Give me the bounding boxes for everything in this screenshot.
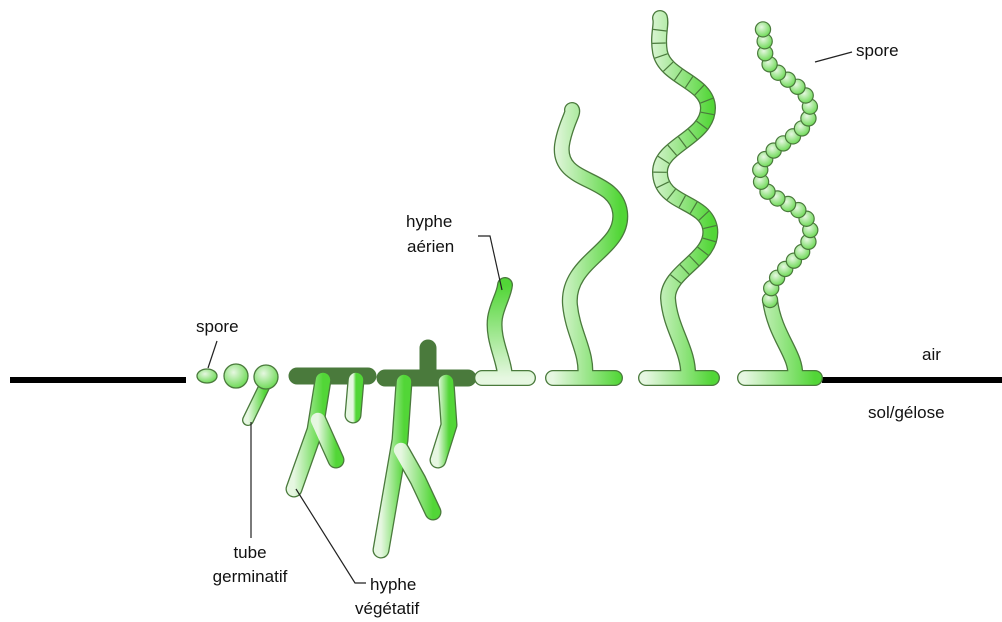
swollen-spore [224, 364, 248, 388]
label-germ-tube-line2: germinatif [195, 566, 305, 587]
vegetative-mycelium-young [294, 376, 368, 489]
label-germ-tube-line1: tube [205, 542, 295, 563]
label-spore-left: spore [196, 316, 239, 337]
aerial-hypha-long [553, 110, 620, 378]
vegetative-mycelium-branching [381, 348, 468, 550]
leader-vegetative-hypha [296, 489, 366, 583]
germinating-spore [248, 365, 278, 420]
label-vegetative-hypha-line1: hyphe [370, 574, 416, 595]
aerial-hypha-short [482, 285, 528, 378]
spore-chain [745, 22, 818, 378]
label-aerial-hypha-line2: aérien [407, 236, 454, 257]
leader-spore-right [815, 52, 852, 62]
label-soil: sol/gélose [868, 402, 945, 423]
label-aerial-hypha-line1: hyphe [406, 211, 452, 232]
label-air: air [922, 344, 941, 365]
label-spore-right: spore [856, 40, 899, 61]
chain-spore [755, 22, 770, 37]
leader-spore-left [208, 341, 217, 368]
aerial-hypha-septating [646, 18, 716, 378]
free-spore [197, 369, 217, 383]
label-vegetative-hypha-line2: végétatif [355, 598, 419, 619]
